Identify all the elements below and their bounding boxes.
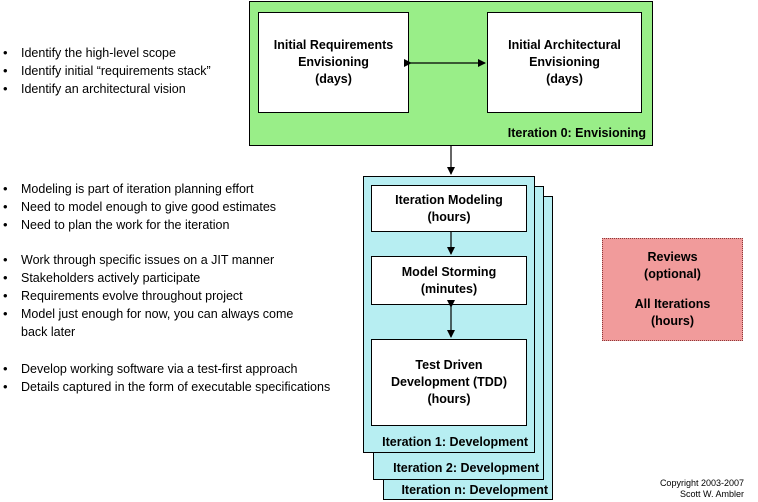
box-line: Development (TDD) (391, 375, 507, 389)
bullet-item: Stakeholders actively participate (0, 269, 320, 287)
bullets-iteration-modeling: Modeling is part of iteration planning e… (0, 180, 320, 234)
box-line: Initial Architectural (508, 38, 621, 52)
bullets-model-storming: Work through specific issues on a JIT ma… (0, 251, 320, 341)
iteration-1-label: Iteration 1: Development (382, 435, 528, 449)
bullets-tdd: Develop working software via a test-firs… (0, 360, 345, 396)
tdd-box: Test Driven Development (TDD) (hours) (371, 339, 527, 426)
bullet-item: Model just enough for now, you can alway… (0, 305, 320, 341)
bullet-item: Need to model enough to give good estima… (0, 198, 320, 216)
reviews-line: Reviews (647, 250, 698, 264)
reviews-line: (optional) (644, 267, 701, 281)
box-line: Envisioning (298, 55, 369, 69)
box-line: Envisioning (529, 55, 600, 69)
bullet-item: Modeling is part of iteration planning e… (0, 180, 320, 198)
reviews-box: Reviews (optional) All Iterations (hours… (602, 238, 743, 341)
copyright: Copyright 2003-2007 Scott W. Ambler (660, 478, 744, 500)
copyright-line: Copyright 2003-2007 (659, 478, 744, 488)
reviews-line: (hours) (650, 314, 695, 328)
bullet-item: Need to plan the work for the iteration (0, 216, 320, 234)
requirements-envisioning-box: Initial Requirements Envisioning (days) (258, 12, 409, 113)
bullet-item: Requirements evolve throughout project (0, 287, 320, 305)
reviews-line: All Iterations (634, 297, 711, 311)
box-line: (days) (546, 72, 583, 86)
iteration-modeling-box: Iteration Modeling (hours) (371, 185, 527, 232)
box-line: (hours) (427, 209, 471, 224)
model-storming-box: Model Storming (minutes) (371, 256, 527, 305)
box-line: (hours) (427, 392, 471, 406)
bullet-item: Identify an architectural vision (0, 80, 240, 98)
architecture-envisioning-box: Initial Architectural Envisioning (days) (487, 12, 642, 113)
bullet-item: Work through specific issues on a JIT ma… (0, 251, 320, 269)
bullet-item: Identify the high-level scope (0, 44, 240, 62)
box-line: Iteration Modeling (395, 192, 503, 207)
box-line: Model Storming (401, 264, 497, 279)
iteration-n-label: Iteration n: Development (401, 483, 548, 497)
box-line: Test Driven (415, 358, 483, 372)
iteration-2-label: Iteration 2: Development (393, 461, 539, 475)
envisioning-label: Iteration 0: Envisioning (507, 126, 646, 140)
bullets-envisioning: Identify the high-level scope Identify i… (0, 44, 240, 98)
box-line: (minutes) (420, 281, 478, 296)
copyright-line: Scott W. Ambler (679, 489, 744, 499)
box-line: Initial Requirements (273, 38, 394, 52)
box-line: (days) (315, 72, 352, 86)
bullet-item: Identify initial “requirements stack” (0, 62, 240, 80)
bullet-item: Details captured in the form of executab… (0, 378, 345, 396)
bullet-item: Develop working software via a test-firs… (0, 360, 345, 378)
